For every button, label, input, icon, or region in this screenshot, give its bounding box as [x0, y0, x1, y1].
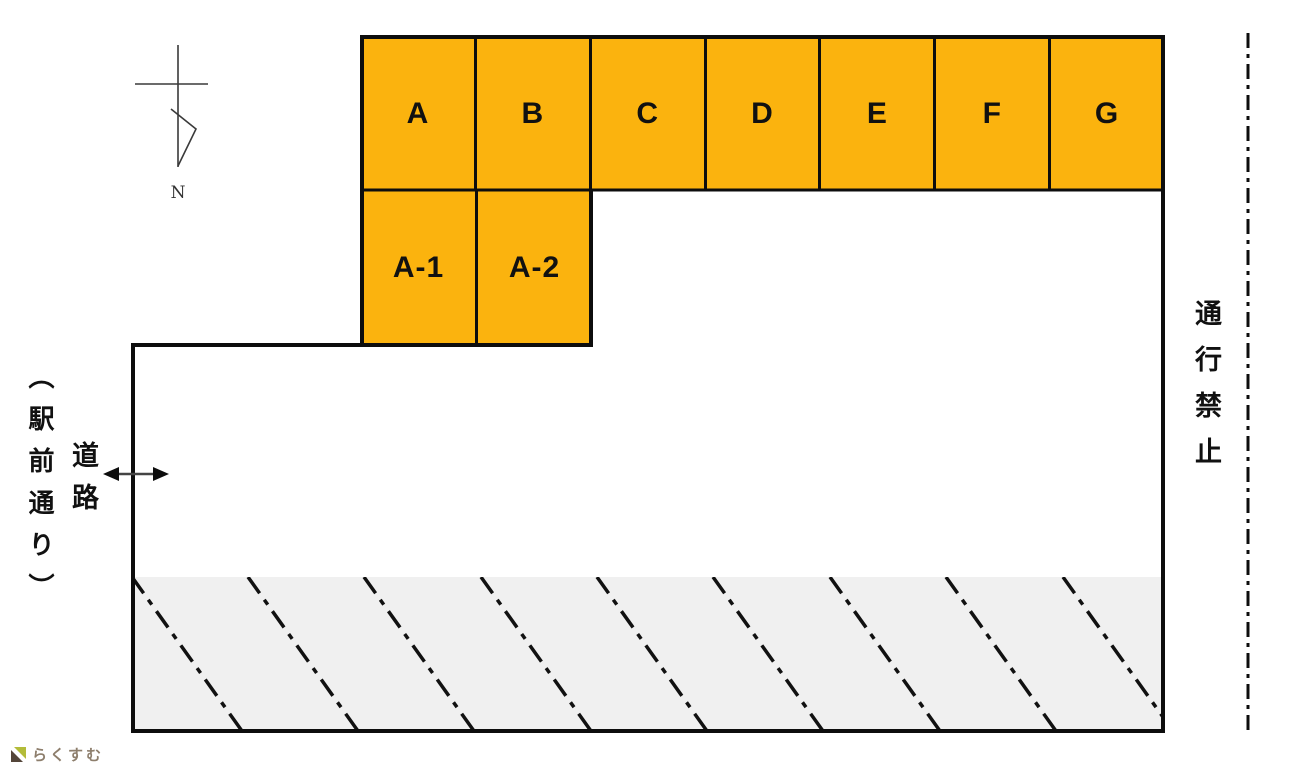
road-label: 道路 — [67, 441, 98, 525]
stall-row-top: A B C D E F G — [362, 37, 1164, 190]
logo-icon — [11, 747, 26, 762]
stall-label: G — [1094, 96, 1120, 130]
street-name-label: （駅前通り） — [24, 363, 54, 615]
parking-stall-f: F — [933, 37, 1049, 190]
compass-icon — [135, 45, 208, 167]
no-through-label: 通行禁止 — [1190, 299, 1221, 483]
hatched-area — [133, 577, 1163, 731]
stall-label: A-1 — [392, 250, 445, 284]
stall-label: D — [751, 96, 774, 130]
logo-text: らくすむ — [32, 746, 105, 764]
stall-row-second: A-1 A-2 — [362, 190, 591, 345]
parking-stall-a2: A-2 — [475, 190, 591, 345]
parking-stall-a1: A-1 — [362, 190, 475, 345]
parking-stall-d: D — [703, 37, 819, 190]
parking-stall-e: E — [818, 37, 934, 190]
parking-stall-a: A — [362, 37, 474, 190]
stall-label: B — [521, 96, 545, 130]
parking-stall-g: G — [1048, 37, 1164, 190]
stall-label: A-2 — [508, 250, 561, 284]
parking-stall-c: C — [588, 37, 704, 190]
stall-label: F — [982, 96, 1002, 130]
stall-label: A — [406, 96, 430, 130]
site-logo: らくすむ — [10, 744, 104, 765]
road-width-arrow-icon — [103, 467, 169, 481]
stall-label: C — [636, 96, 659, 130]
hatched-area-background — [133, 577, 1163, 731]
compass-north-label: N — [171, 183, 186, 203]
parking-stall-b: B — [473, 37, 589, 190]
stall-label: E — [866, 96, 888, 130]
